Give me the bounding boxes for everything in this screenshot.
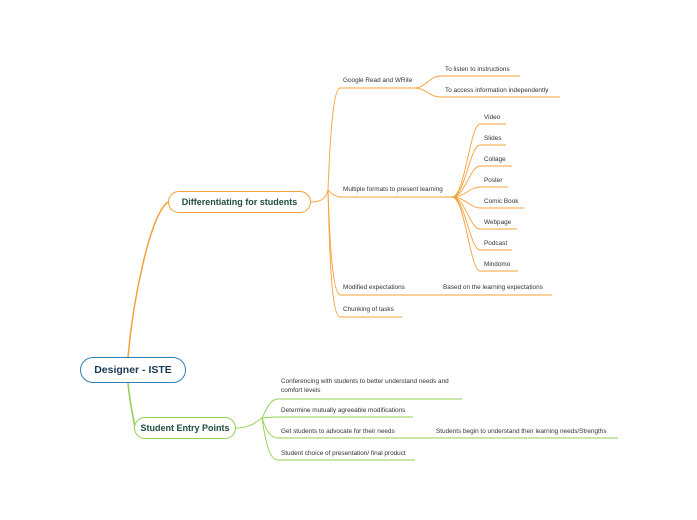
topic-podcast[interactable]: Podcast bbox=[484, 240, 508, 247]
connector-diff-trunk bbox=[310, 189, 329, 203]
topic-webpage[interactable]: Webpage bbox=[484, 219, 512, 226]
branch-entry-points-node[interactable]: Student Entry Points bbox=[134, 417, 236, 439]
topic-conferencing[interactable]: Conferencing with students to better und… bbox=[281, 378, 449, 394]
topic-video[interactable]: Video bbox=[484, 114, 501, 121]
topic-comic-book[interactable]: Comic Book bbox=[484, 198, 519, 205]
connector-root-differentiating bbox=[127, 201, 169, 358]
topic-determine-modifications[interactable]: Determine mutually agreeable modificatio… bbox=[281, 407, 406, 414]
topic-modified-expectations[interactable]: Modified expectations bbox=[343, 284, 405, 291]
topic-advocate-needs[interactable]: Get students to advocate for their needs bbox=[281, 428, 395, 435]
topic-student-choice[interactable]: Student choice of presentation/ final pr… bbox=[281, 450, 406, 457]
topic-slides[interactable]: Slides bbox=[484, 135, 502, 142]
topic-based-on-expectations[interactable]: Based on the learning expectations bbox=[443, 284, 543, 291]
topic-google-read-write[interactable]: Google Read and WRite bbox=[343, 77, 413, 84]
topic-collage[interactable]: Collage bbox=[484, 156, 506, 163]
topic-access-information[interactable]: To access information independently bbox=[445, 87, 549, 94]
topic-poster[interactable]: Poster bbox=[484, 177, 503, 184]
branch-differentiating-node[interactable]: Differentiating for students bbox=[168, 191, 311, 213]
connector-formats bbox=[327, 189, 341, 198]
connector-root-entry-points bbox=[127, 382, 136, 429]
topic-multiple-formats[interactable]: Multiple formats to present learning bbox=[343, 186, 443, 193]
connector-google bbox=[327, 87, 341, 191]
topic-listen-instructions[interactable]: To listen to instructions bbox=[445, 66, 510, 73]
topic-understand-needs[interactable]: Students begin to understand their learn… bbox=[436, 428, 607, 435]
topic-mindomo[interactable]: Mindomo bbox=[484, 261, 511, 268]
topic-chunking-tasks[interactable]: Chunking of tasks bbox=[343, 306, 394, 313]
root-node[interactable]: Designer - ISTE bbox=[80, 357, 186, 383]
connector-chunking bbox=[327, 189, 341, 318]
